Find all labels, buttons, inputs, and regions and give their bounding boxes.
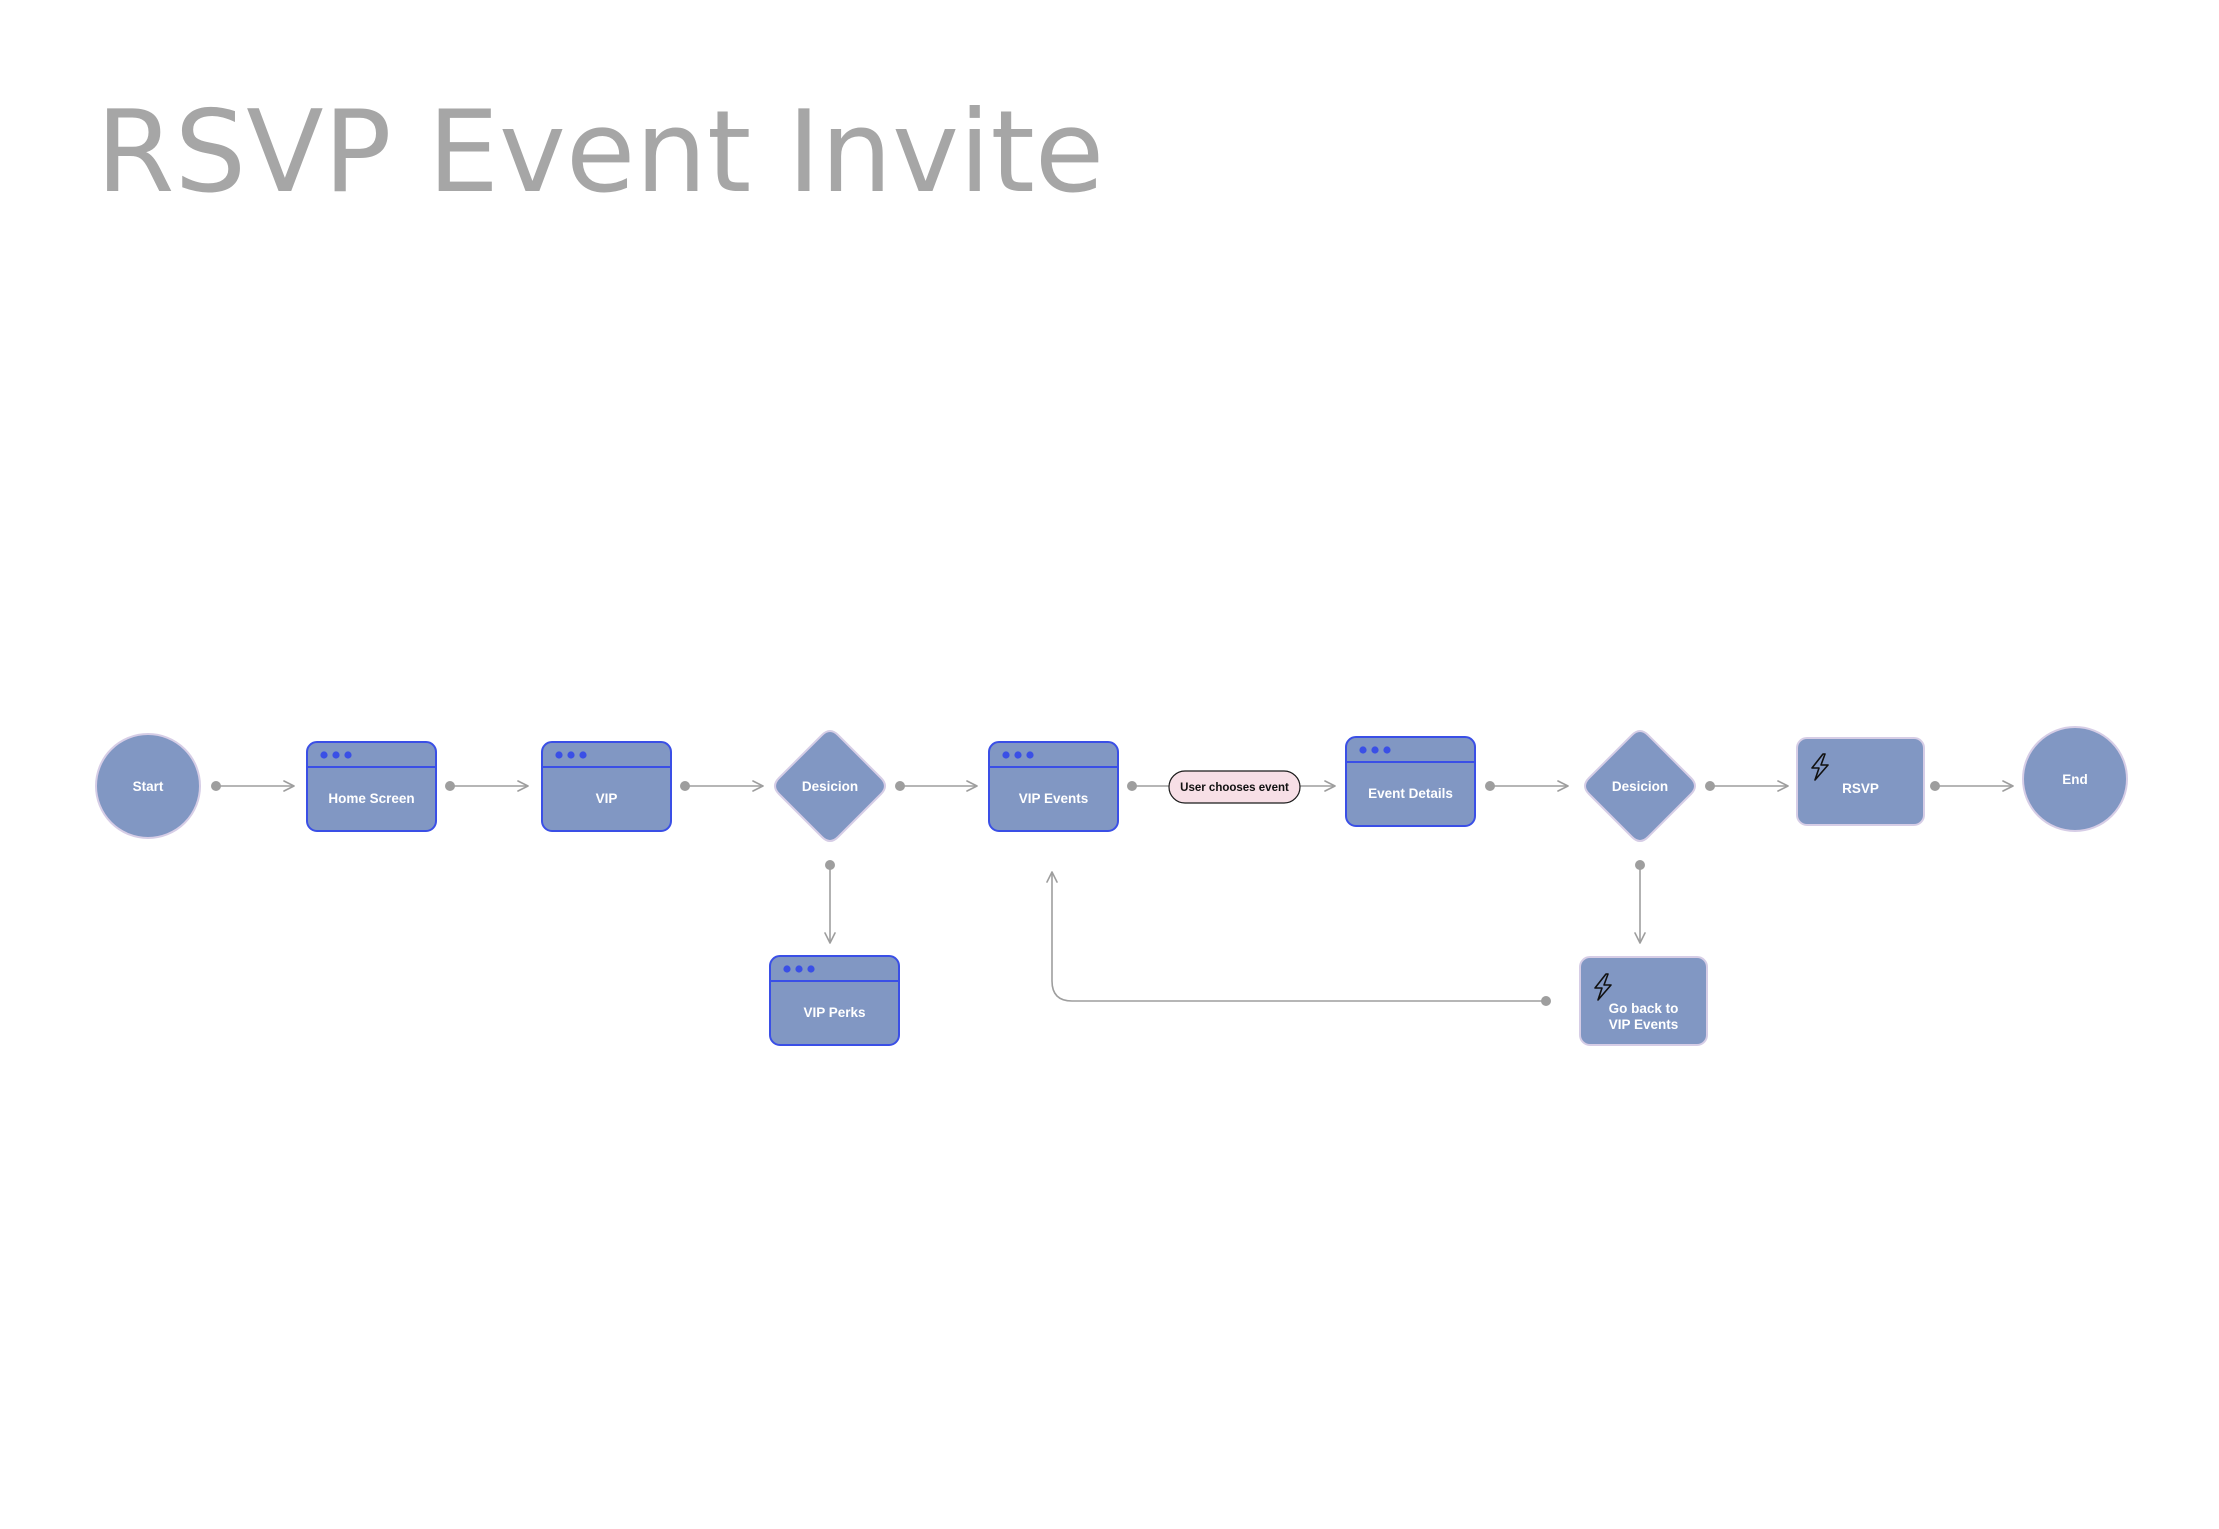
- node-decision-2-label: Desicion: [1612, 779, 1668, 794]
- node-event-details-label: Event Details: [1368, 786, 1453, 801]
- window-dots-icon: [320, 751, 352, 759]
- lightning-icon: [1811, 753, 1829, 781]
- node-vip-events[interactable]: VIP Events: [988, 741, 1119, 832]
- connector-start-home[interactable]: [211, 780, 295, 792]
- page-title: RSVP Event Invite: [96, 86, 1105, 218]
- connector-decision-vip-perks[interactable]: [824, 860, 836, 944]
- node-end[interactable]: End: [2022, 726, 2128, 832]
- window-dots-icon: [1359, 746, 1391, 754]
- node-vip-events-label: VIP Events: [1019, 791, 1089, 806]
- connector-decision-rsvp[interactable]: [1705, 780, 1789, 792]
- node-vip-perks-label: VIP Perks: [803, 1005, 865, 1020]
- lightning-icon: [1594, 973, 1612, 1001]
- node-vip-perks[interactable]: VIP Perks: [769, 955, 900, 1046]
- node-home-screen-label: Home Screen: [328, 791, 414, 806]
- node-start-label: Start: [133, 779, 164, 794]
- edge-label-text: User chooses event: [1180, 782, 1289, 794]
- node-home-screen[interactable]: Home Screen: [306, 741, 437, 832]
- node-end-label: End: [2062, 772, 2088, 787]
- node-go-back-label-line2: VIP Events: [1609, 1017, 1679, 1032]
- node-decision-1-label: Desicion: [802, 779, 858, 794]
- window-dots-icon: [1002, 751, 1034, 759]
- node-decision-2[interactable]: Desicion: [1584, 729, 1696, 842]
- connector-vip-decision[interactable]: [680, 780, 764, 792]
- connector-decision-vip-events[interactable]: [895, 780, 978, 792]
- connector-decision-go-back[interactable]: [1634, 860, 1646, 944]
- node-rsvp-label: RSVP: [1842, 781, 1879, 796]
- node-rsvp[interactable]: RSVP: [1796, 737, 1925, 826]
- node-decision-1[interactable]: Desicion: [774, 729, 886, 842]
- node-vip[interactable]: VIP: [541, 741, 672, 832]
- node-go-back[interactable]: Go back to VIP Events: [1579, 956, 1708, 1046]
- node-start[interactable]: Start: [95, 733, 201, 839]
- edge-label-user-chooses-event[interactable]: User chooses event: [1168, 770, 1301, 804]
- connector-event-details-decision[interactable]: [1485, 780, 1569, 792]
- connector-vip-events-event-details[interactable]: [1127, 780, 1336, 792]
- connector-home-vip[interactable]: [445, 780, 529, 792]
- connector-go-back-vip-events[interactable]: [1046, 871, 1551, 1006]
- node-go-back-label-line1: Go back to: [1609, 1001, 1679, 1016]
- node-event-details[interactable]: Event Details: [1345, 736, 1476, 827]
- window-dots-icon: [555, 751, 587, 759]
- node-vip-label: VIP: [596, 791, 618, 806]
- window-dots-icon: [783, 965, 815, 973]
- connector-rsvp-end[interactable]: [1930, 780, 2014, 792]
